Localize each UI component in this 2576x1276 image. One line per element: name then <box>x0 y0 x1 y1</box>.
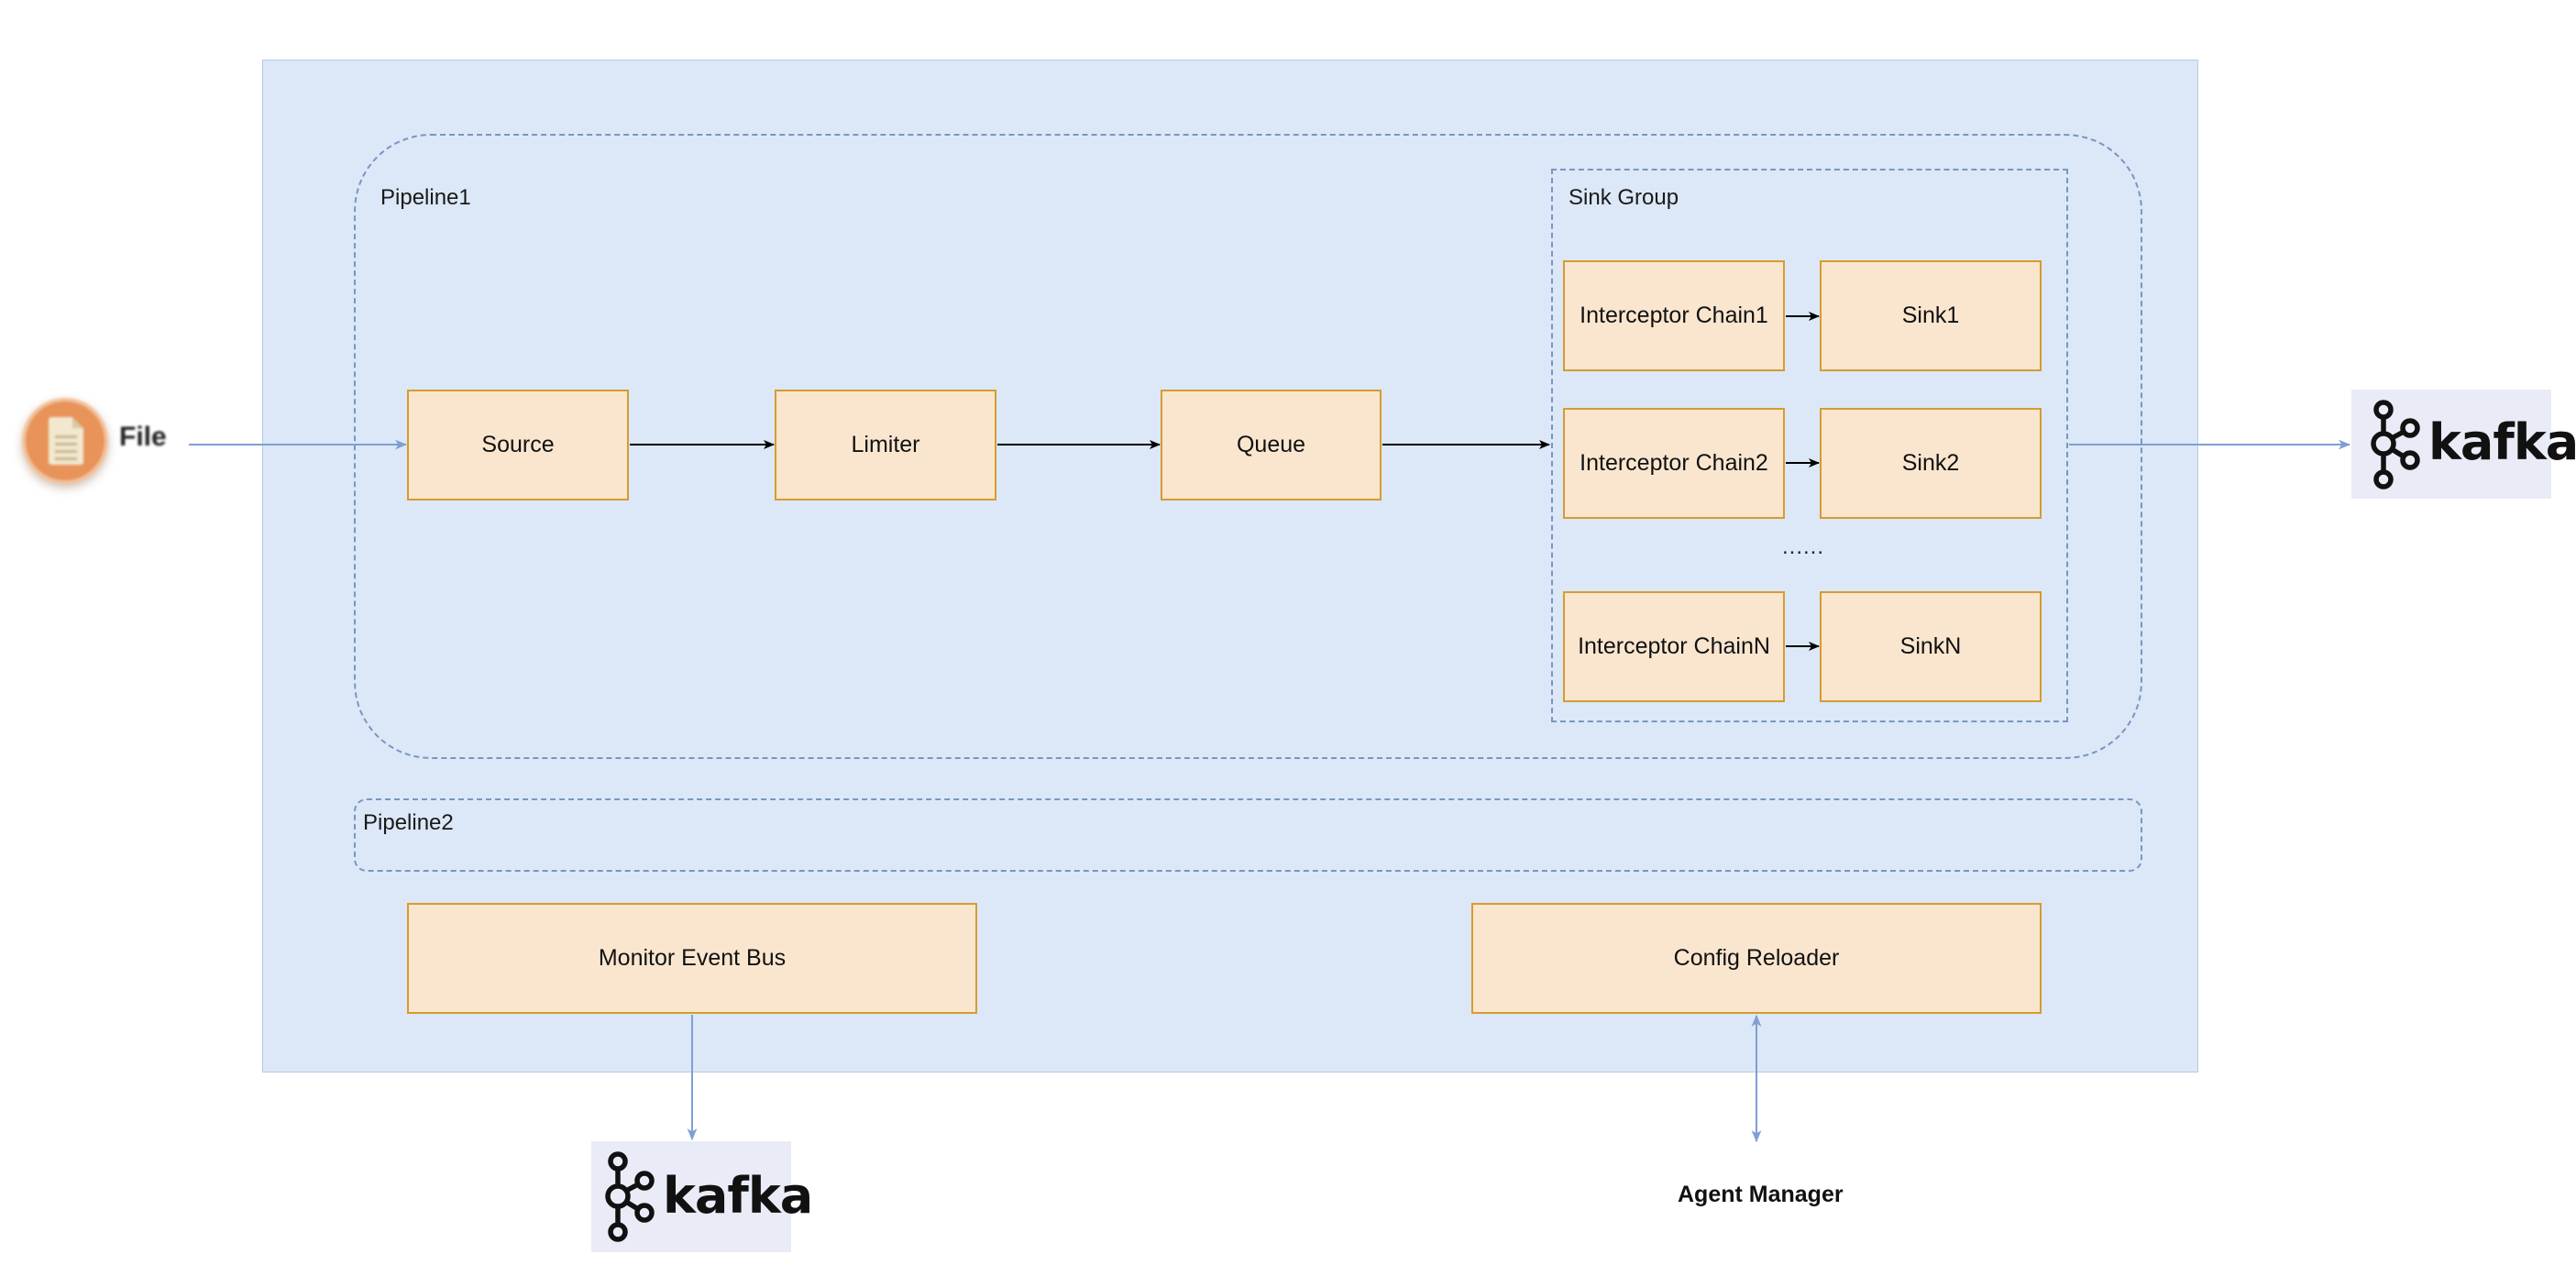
sink-group-label: Sink Group <box>1569 185 1679 210</box>
kafka-output-logo: kafka <box>2351 390 2576 499</box>
pipeline2-label: Pipeline2 <box>363 810 454 835</box>
pipeline1-group <box>354 134 2142 759</box>
agent-manager-label: Agent Manager <box>1678 1182 1844 1207</box>
file-document-icon <box>22 398 108 484</box>
queue-node[interactable]: Queue <box>1161 390 1382 500</box>
pipeline1-label: Pipeline1 <box>380 185 471 210</box>
config-reloader-node[interactable]: Config Reloader <box>1471 903 2042 1014</box>
sink-1-node[interactable]: Sink1 <box>1820 260 2042 371</box>
pipeline2-group <box>354 798 2142 872</box>
interceptor-chain-2-node[interactable]: Interceptor Chain2 <box>1563 408 1785 519</box>
kafka-logo-icon <box>605 1151 655 1242</box>
kafka-output-wordmark: kafka <box>2428 413 2576 471</box>
interceptor-chain-1-node[interactable]: Interceptor Chain1 <box>1563 260 1785 371</box>
interceptor-chain-n-node[interactable]: Interceptor ChainN <box>1563 591 1785 702</box>
sink-group <box>1551 169 2068 722</box>
kafka-logo-icon <box>2371 400 2420 490</box>
kafka-monitor-wordmark: kafka <box>663 1167 813 1225</box>
monitor-event-bus-node[interactable]: Monitor Event Bus <box>407 903 977 1014</box>
kafka-monitor-logo: kafka <box>591 1141 813 1252</box>
sink-n-node[interactable]: SinkN <box>1820 591 2042 702</box>
sink-2-node[interactable]: Sink2 <box>1820 408 2042 519</box>
more-chains-ellipsis: ...... <box>1782 534 1825 559</box>
file-label: File <box>119 422 167 452</box>
limiter-node[interactable]: Limiter <box>775 390 996 500</box>
source-node[interactable]: Source <box>407 390 629 500</box>
